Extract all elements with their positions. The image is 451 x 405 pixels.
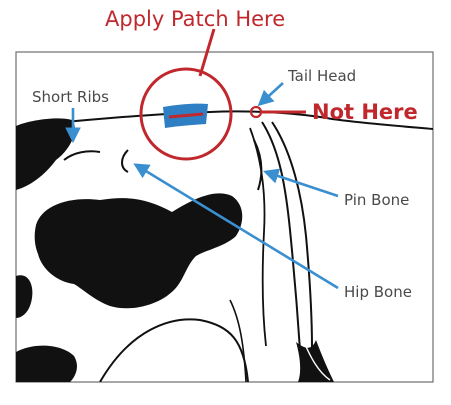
cow-spot-bottom — [16, 345, 77, 382]
apply-patch-leader-line — [198, 28, 216, 77]
cow-spot-left-mid — [16, 275, 33, 318]
hip-bone-label: Hip Bone — [344, 283, 412, 301]
cow-rear-leg-line — [99, 318, 249, 382]
short-ribs-mark — [63, 150, 101, 161]
cow-tail — [249, 121, 334, 382]
cow-spot-upper-left — [16, 118, 75, 190]
hip-bone-mark — [121, 149, 129, 173]
patch-icon — [163, 103, 208, 128]
tail-head-label: Tail Head — [287, 67, 356, 85]
hip-bone-arrow — [133, 163, 339, 290]
apply-patch-label: Apply Patch Here — [105, 7, 285, 31]
tail-head-arrow — [257, 82, 284, 107]
cow-illustration — [16, 110, 433, 382]
pin-bone-label: Pin Bone — [344, 191, 409, 209]
not-here-label: Not Here — [312, 100, 418, 124]
apply-patch-target-circle — [139, 67, 233, 161]
short-ribs-label: Short Ribs — [32, 88, 109, 106]
cow-back-outline — [16, 110, 433, 130]
cow-thigh-line — [229, 299, 247, 382]
pin-bone-arrow — [263, 168, 339, 198]
cow-spot-large — [34, 193, 243, 309]
tail-switch — [296, 340, 334, 382]
